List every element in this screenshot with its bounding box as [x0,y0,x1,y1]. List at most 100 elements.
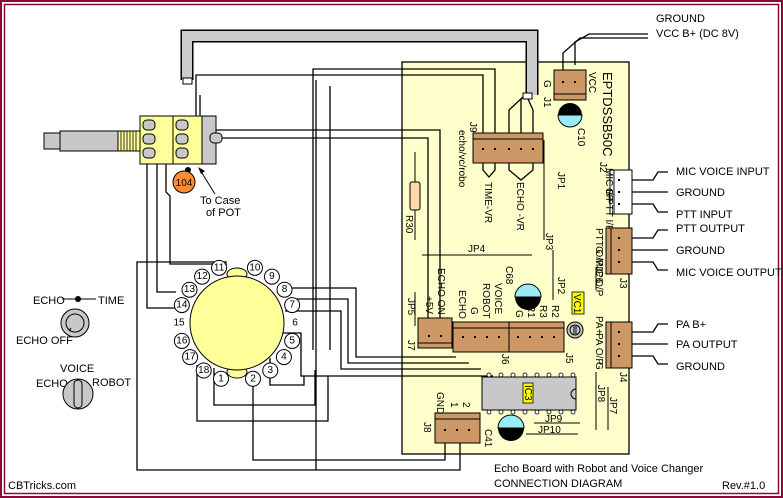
ic-pin [570,372,576,378]
ic-pin [510,372,516,378]
switch-pin-15: 15 [173,318,185,329]
ic-pin [534,372,540,378]
switch-pin-6: 6 [292,318,298,329]
j2-ref: J2 [597,162,608,173]
switch-pin-circle [275,349,292,366]
wiring [136,33,668,471]
capacitor-c68: C68 [503,266,542,310]
time-vr-label: TIME-VR [482,182,493,223]
mic-voice-input-label: MIC VOICE INPUT [676,166,770,178]
cap-value: 104 [176,178,193,189]
switch-pin-circle [244,370,261,387]
j2-pin-ptt: PTT I/P [603,198,614,232]
j5-ref: J5 [563,353,574,364]
case-note-line2: of POT [206,207,241,219]
ic-pin [558,409,564,415]
switch-pin-circle [173,332,190,349]
switch-pin-circle [284,332,301,349]
j3-pin-g: G [593,246,604,254]
ic-pin [522,372,528,378]
j7-connector: +5V ECHO ON J7 [405,268,453,351]
c10-label: C10 [575,128,586,147]
capacitor-c41: C41 [482,414,525,448]
switch-pin-5: 5 [289,335,295,346]
ptt-output-label: PTT OUTPUT [676,223,745,235]
j5-pin-r3: R3 [537,305,548,318]
j8-pin-gnd: GND [434,392,445,414]
capacitor-c10: C10 [557,103,586,147]
board-name: EPTDSSB50C [600,72,615,157]
switch-pin-circle [263,268,280,285]
switch-pin-12: 12 [197,271,209,282]
switch-pin-circle [195,362,212,379]
switch-pin-4: 4 [281,352,287,363]
time-label: TIME [98,295,124,307]
ceramic-capacitor-104: 104 [172,170,196,194]
ic-pin [570,409,576,415]
j8-connector: GND 1 2 J8 [421,392,481,444]
j9-connector: J9 echo/vc/robo TIME-VR ECHO -VR [456,122,544,231]
jp3-label: JP3 [543,233,554,251]
switch-pin-circle [211,259,228,276]
echo-vr-label: ECHO -VR [514,182,525,231]
potentiometer [43,115,223,173]
mode-knob: VOICE ECHO ROBOT [36,363,131,410]
j6-ref: J6 [499,354,510,365]
switch-pin-9: 9 [269,271,275,282]
switch-pin-11: 11 [214,262,225,273]
ic-pin [486,409,492,415]
j6-pin-echo: ECHO [456,290,467,319]
diagram-subtitle: CONNECTION DIAGRAM [494,478,622,490]
power-ground-label: GROUND [656,13,705,25]
ic-pin [498,409,504,415]
ic-pin [522,409,528,415]
j7-pin-echo-on: ECHO ON [435,268,446,315]
trimmer-vc1: VC1 [566,291,585,339]
connection-labels: MIC VOICE INPUT GROUND PTT INPUT PTT OUT… [676,166,782,373]
pa-b-plus-label: PA B+ [676,319,706,331]
ic-pin [510,409,516,415]
echo-time-knob: ECHO TIME ECHO OFF [16,295,124,347]
j6-pin-robot: ROBOT [480,283,491,319]
jp5-label: JP5 [405,298,416,316]
jp2-label: JP2 [555,277,566,295]
switch-pin-circle [276,281,293,298]
ic-pin [534,409,540,415]
c68-label: C68 [503,266,514,285]
j6-pin-g: G [468,307,479,315]
switch-pin-14: 14 [176,300,188,311]
j3-pin-ptt: PTT O/P [593,228,604,267]
ic3-chip: IC3 [481,372,577,415]
mode-echo-label: ECHO [36,378,68,390]
j8-pin-2: 2 [460,402,471,408]
j5-pin-r1: R1 [525,305,536,318]
j1-pin-vcc: VCC [586,72,597,93]
r30-label: R30 [403,215,414,234]
switch-pin-8: 8 [282,284,288,295]
site-label: CBTricks.com [8,480,76,492]
echo-label: ECHO [33,295,65,307]
jp6-label: JP6 [593,266,604,284]
j7-pin-5v: +5V [423,296,434,314]
j1-pin-g: G [541,80,552,88]
jp7-label: JP7 [607,397,618,415]
j8-ref: J8 [421,422,432,433]
jp8-label: JP8 [595,385,606,403]
j8-pin-1: 1 [448,402,459,408]
j7-ref: J7 [405,340,416,351]
j6-pin-voice: VOICE [492,283,503,314]
switch-pin-circle [246,259,263,276]
case-note-line1: To Case [200,195,240,207]
shielded-cable [180,29,539,100]
switch-pin-1: 1 [218,373,224,384]
jp9-label: JP9 [545,414,563,425]
j3-ref: J3 [617,278,628,289]
case-arrow [198,167,216,195]
ic-pin [558,372,564,378]
j9-ref: J9 [467,122,478,133]
switch-pin-16: 16 [176,335,188,346]
